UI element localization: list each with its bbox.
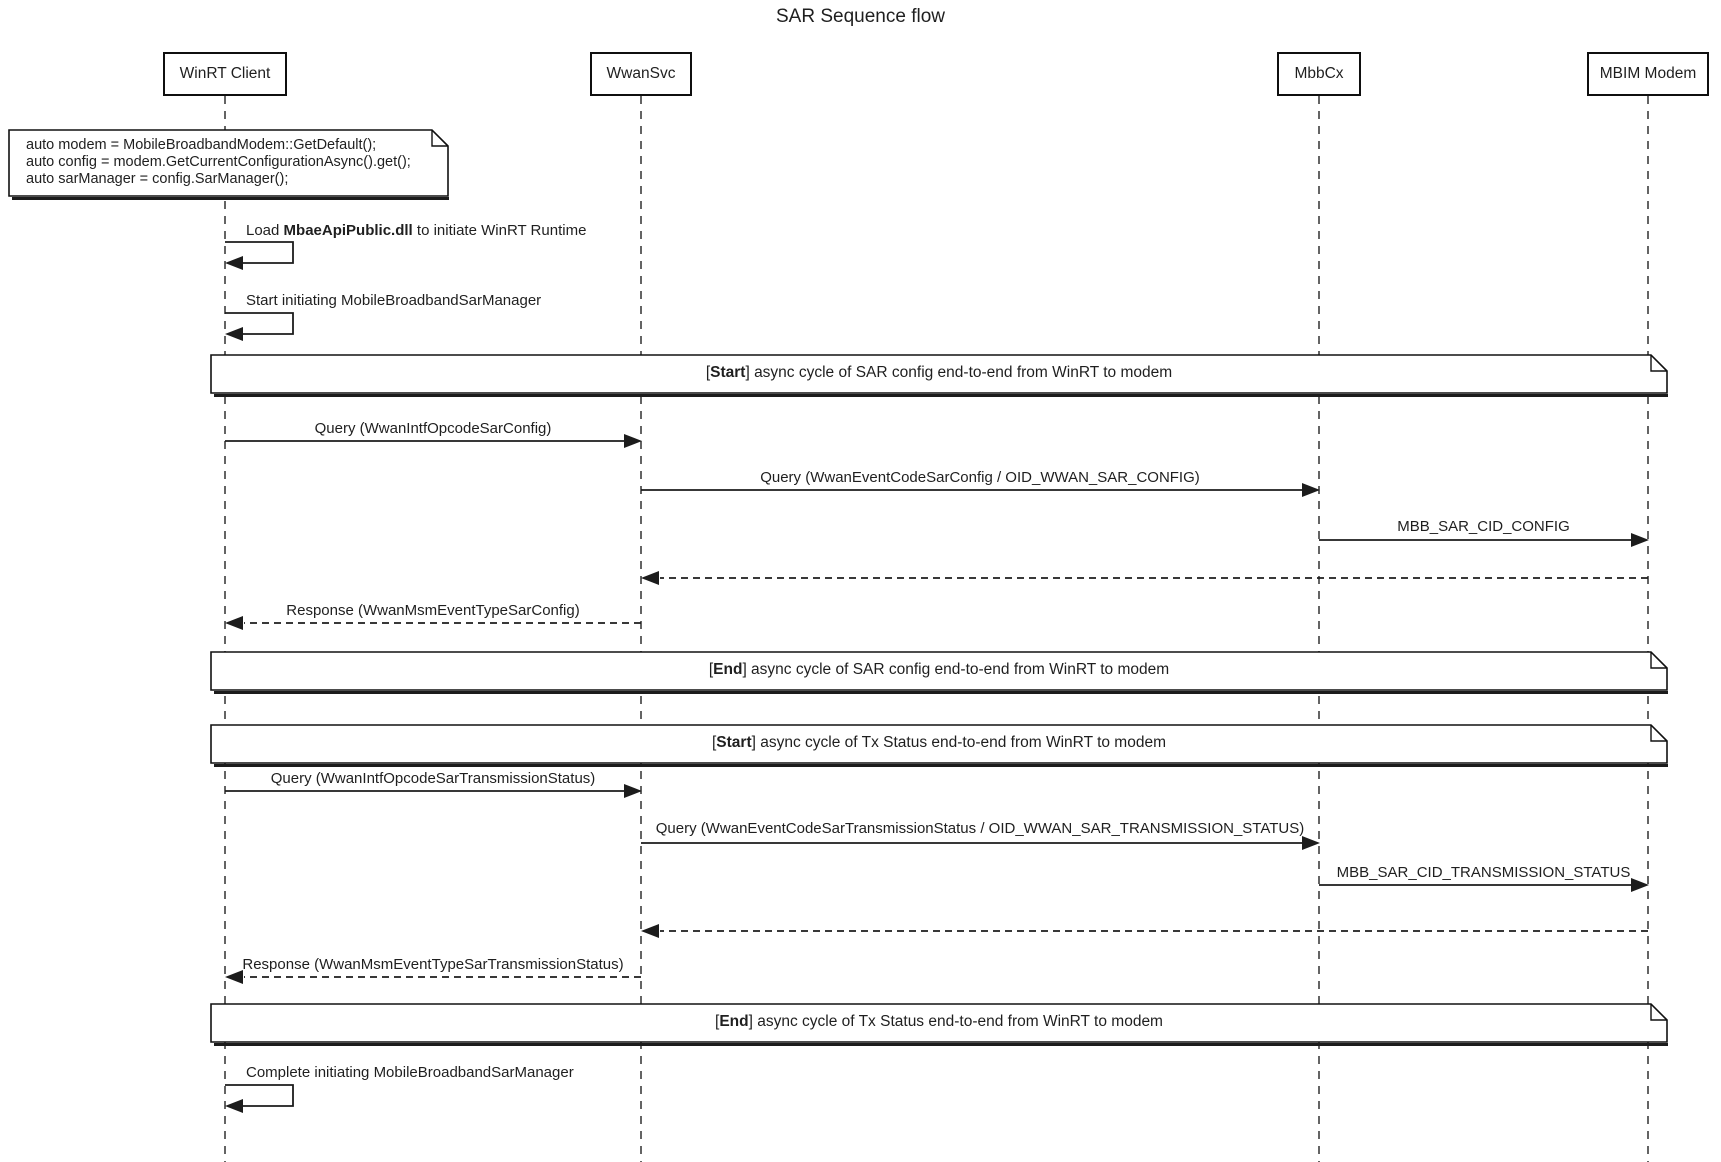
- frame-start-sar-config: [Start] async cycle of SAR config end-to…: [210, 354, 1668, 399]
- frame-text: ] async cycle of SAR config end-to-end f…: [742, 661, 1170, 678]
- arrowhead-icon: [225, 970, 243, 984]
- arrowhead-icon: [225, 256, 243, 270]
- arrowhead-icon: [641, 924, 659, 938]
- message-label-response-sar-config: Response (WwanMsmEventTypeSarConfig): [286, 602, 580, 619]
- participant-box-mbbcx: MbbCx: [1277, 52, 1361, 96]
- note-shape: [8, 129, 449, 200]
- message-label-mbb-sar-cid-transmission-status: MBB_SAR_CID_TRANSMISSION_STATUS: [1336, 864, 1631, 881]
- message-label-mbb-sar-cid-config: MBB_SAR_CID_CONFIG: [1397, 518, 1570, 535]
- message-label-load-dll: Load MbaeApiPublic.dll to initiate WinRT…: [246, 222, 586, 239]
- arrow-response-sar-transmission-status: [225, 970, 641, 984]
- frame-start-tx-status: [Start] async cycle of Tx Status end-to-…: [210, 724, 1668, 769]
- arrow-query-oid-wwan-sar-transmission-status: [641, 836, 1320, 850]
- frame-shape: [210, 354, 1668, 397]
- frame-label: [Start] async cycle of Tx Status end-to-…: [210, 734, 1668, 752]
- arrow-query-sar-transmission-status: [225, 784, 642, 798]
- frame-fold-icon: [1650, 725, 1667, 742]
- participant-box-winrt-client: WinRT Client: [163, 52, 287, 96]
- arrowhead-icon: [225, 616, 243, 630]
- frame-keyword: Start: [716, 734, 752, 751]
- arrowhead-icon: [225, 327, 243, 341]
- self-arrow-start-initiating: [225, 312, 294, 341]
- frame-shape: [210, 1003, 1668, 1046]
- message-label-query-sar-config: Query (WwanIntfOpcodeSarConfig): [314, 420, 552, 437]
- frame-bracket: [: [711, 734, 717, 751]
- frame-text: ] async cycle of Tx Status end-to-end fr…: [751, 734, 1166, 751]
- participant-label: WwanSvc: [606, 65, 676, 82]
- arrow-mbb-sar-cid-transmission-status: [1319, 878, 1649, 892]
- message-label-query-oid-wwan-sar-config: Query (WwanEventCodeSarConfig / OID_WWAN…: [760, 469, 1200, 486]
- arrowhead-icon: [1302, 836, 1320, 850]
- message-label-query-oid-wwan-sar-transmission-status: Query (WwanEventCodeSarTransmissionStatu…: [655, 820, 1305, 837]
- note-code-text: auto modem = MobileBroadbandModem::GetDe…: [26, 137, 411, 188]
- frame-label: [Start] async cycle of SAR config end-to…: [210, 364, 1668, 382]
- participant-label: MbbCx: [1294, 65, 1344, 82]
- frame-keyword: End: [713, 661, 743, 678]
- label-prefix: Load: [246, 222, 284, 239]
- frame-text: ] async cycle of Tx Status end-to-end fr…: [748, 1013, 1163, 1030]
- frame-fold-icon: [1650, 355, 1667, 372]
- label-suffix: to initiate WinRT Runtime: [412, 222, 587, 239]
- message-label-start-initiating: Start initiating MobileBroadbandSarManag…: [246, 292, 542, 309]
- arrowhead-icon: [624, 434, 642, 448]
- self-arrow-complete-initiating: [225, 1084, 294, 1113]
- frame-bracket: [: [708, 661, 714, 678]
- arrowhead-icon: [624, 784, 642, 798]
- frame-keyword: Start: [710, 364, 746, 381]
- code-note: auto modem = MobileBroadbandModem::GetDe…: [8, 129, 449, 201]
- arrowhead-icon: [641, 571, 659, 585]
- message-label-query-sar-transmission-status: Query (WwanIntfOpcodeSarTransmissionStat…: [270, 770, 596, 787]
- frame-text: ] async cycle of SAR config end-to-end f…: [745, 364, 1173, 381]
- frame-shape: [210, 724, 1668, 767]
- label-bold-dll-name: MbaeApiPublic.dll: [283, 222, 413, 239]
- diagram-title: SAR Sequence flow: [776, 6, 945, 27]
- participant-box-wwansvc: WwanSvc: [590, 52, 692, 96]
- arrowhead-icon: [225, 1099, 243, 1113]
- frame-end-tx-status: [End] async cycle of Tx Status end-to-en…: [210, 1003, 1668, 1048]
- frame-keyword: End: [719, 1013, 749, 1030]
- note-line: auto modem = MobileBroadbandModem::GetDe…: [26, 137, 377, 153]
- frame-label: [End] async cycle of Tx Status end-to-en…: [210, 1013, 1668, 1031]
- arrow-modem-return-config: [641, 571, 1648, 585]
- frame-fold-icon: [1650, 652, 1667, 669]
- note-fold-icon: [431, 130, 448, 147]
- arrowhead-icon: [1631, 533, 1649, 547]
- frame-end-sar-config: [End] async cycle of SAR config end-to-e…: [210, 651, 1668, 696]
- self-arrow-load-dll: [225, 241, 294, 270]
- frame-fold-icon: [1650, 1004, 1667, 1021]
- frame-bracket: [: [705, 364, 711, 381]
- participant-box-mbim-modem: MBIM Modem: [1587, 52, 1709, 96]
- frame-bracket: [: [715, 1013, 720, 1030]
- message-label-complete-initiating: Complete initiating MobileBroadbandSarMa…: [246, 1064, 574, 1081]
- arrow-query-sar-config: [225, 434, 642, 448]
- frame-shape: [210, 651, 1668, 694]
- arrow-modem-return-tx-status: [641, 924, 1648, 938]
- note-line: auto sarManager = config.SarManager();: [26, 171, 289, 187]
- participant-label: WinRT Client: [179, 65, 271, 82]
- arrow-mbb-sar-cid-config: [1319, 533, 1649, 547]
- arrowhead-icon: [1302, 483, 1320, 497]
- frame-label: [End] async cycle of SAR config end-to-e…: [210, 661, 1668, 679]
- arrow-query-oid-wwan-sar-config: [641, 483, 1320, 497]
- message-label-response-sar-transmission-status: Response (WwanMsmEventTypeSarTransmissio…: [242, 956, 624, 973]
- participant-label: MBIM Modem: [1599, 65, 1697, 82]
- note-line: auto config = modem.GetCurrentConfigurat…: [26, 154, 411, 170]
- arrowhead-icon: [1631, 878, 1649, 892]
- arrow-response-sar-config: [225, 616, 641, 630]
